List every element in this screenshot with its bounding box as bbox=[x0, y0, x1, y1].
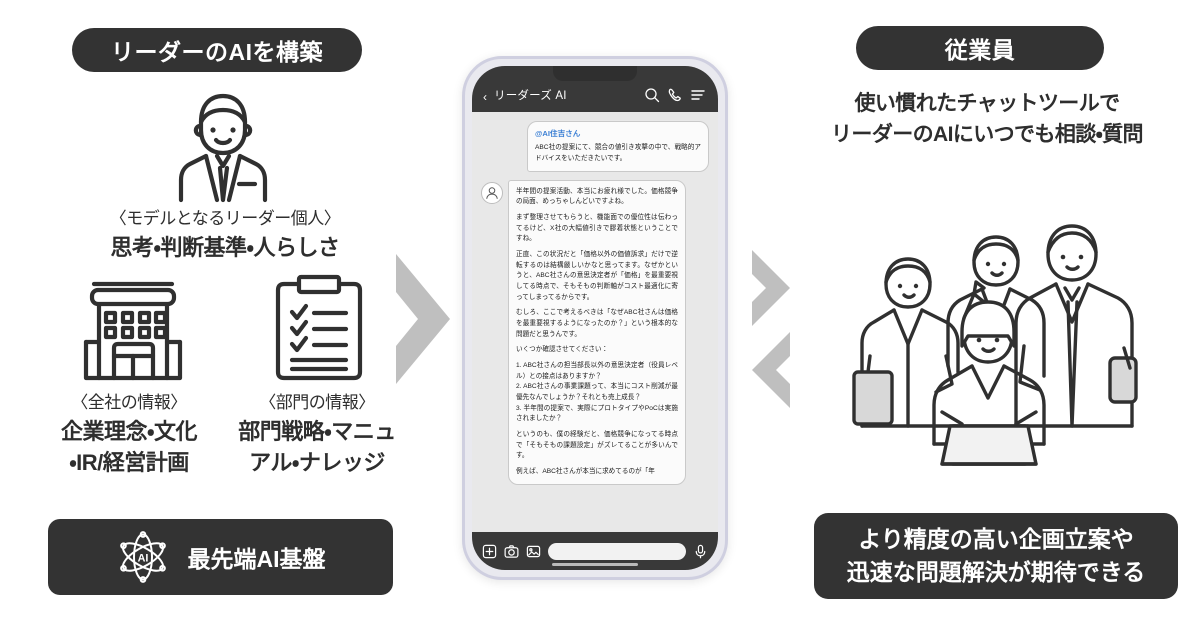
clipboard-checklist-icon bbox=[266, 272, 372, 384]
company-building-icon bbox=[72, 272, 194, 384]
arrow-right-to-phone-icon bbox=[748, 330, 794, 410]
microphone-icon[interactable] bbox=[693, 544, 708, 559]
phone-screen: ‹ リーダーズ AI bbox=[472, 66, 718, 570]
chat-app-title: リーダーズ AI bbox=[494, 90, 567, 102]
leader-person-icon bbox=[160, 86, 286, 204]
ai-foundation-label: 最先端AI基盤 bbox=[187, 546, 326, 572]
employees-illustration bbox=[824, 176, 1184, 496]
leader-caption-large: 思考・判断基準・人らしさ bbox=[110, 234, 340, 260]
leader-caption-small: 〈モデルとなるリーダー個人〉 bbox=[109, 209, 341, 228]
phone-notch bbox=[553, 66, 637, 81]
menu-icon[interactable] bbox=[690, 87, 706, 103]
right-subtitle-line2: リーダーのAIにいつでも相談・質問 bbox=[831, 123, 1144, 147]
ai-question-list: 1. ABC社さんの担当部長以外の意思決定者（役員レベル）との接点はありますか？… bbox=[516, 361, 678, 425]
ai-question-item: 1. ABC社さんの担当部長以外の意思決定者（役員レベル）との接点はありますか？ bbox=[516, 362, 678, 380]
company-caption-large: 企業理念・文化 ・IR/経営計画 bbox=[61, 418, 197, 475]
phone-home-indicator bbox=[552, 563, 638, 566]
mention-tag: @AI住吉さん bbox=[535, 129, 581, 138]
company-info-caption: 〈全社の情報〉 企業理念・文化 ・IR/経営計画 bbox=[34, 390, 224, 478]
back-chevron-icon[interactable]: ‹ bbox=[483, 90, 487, 104]
ai-question-item: 2. ABC社さんの事業課題って、本当にコスト削減が最優先なんでしょうか？それと… bbox=[516, 383, 678, 402]
user-message-bubble: @AI住吉さん ABC社の提案にて、競合の値引き攻撃の中で、戦略的アドバイスをい… bbox=[527, 121, 709, 172]
left-column: リーダーのAIを構築 〈モデルとなるリーダー個人〉 bbox=[0, 0, 400, 630]
left-title-badge: リーダーのAIを構築 bbox=[72, 28, 362, 72]
image-gallery-icon[interactable] bbox=[526, 544, 541, 559]
person-front bbox=[932, 300, 1046, 466]
department-info-caption: 〈部門の情報〉 部門戦略・マニュ アル・ナレッジ bbox=[222, 390, 412, 478]
ai-paragraph: まず整理させてもらうと、機能面での優位性は伝わってるけど、X社の大幅値引きで膠着… bbox=[516, 213, 678, 243]
ai-avatar bbox=[481, 181, 503, 204]
camera-icon[interactable] bbox=[504, 544, 519, 559]
dept-caption-large: 部門戦略・マニュ アル・ナレッジ bbox=[238, 418, 396, 475]
right-title-badge: 従業員 bbox=[856, 26, 1104, 70]
ai-paragraph: むしろ、ここで考えるべきは「なぜABC社さんは価格を最重要視するようになったのか… bbox=[516, 309, 678, 338]
plus-icon[interactable] bbox=[482, 544, 497, 559]
dept-caption-small: 〈部門の情報〉 bbox=[259, 393, 375, 412]
right-subtitle: 使い慣れたチャットツールで リーダーのAIにいつでも相談・質問 bbox=[790, 88, 1184, 150]
phone-call-icon[interactable] bbox=[667, 87, 683, 103]
smartphone-mockup: ‹ リーダーズ AI bbox=[462, 56, 728, 580]
user-message-text: ABC社の提案にて、競合の値引き攻撃の中で、戦略的アドバイスをいただきたいです。 bbox=[535, 144, 701, 162]
ai-message-bubble: 半年間の提案活動、本当にお疲れ様でした。価格競争の局面、めっちゃしんどいですよね… bbox=[508, 179, 686, 485]
ai-paragraph: 正直、この状況だと「価格以外の価値訴求」だけで逆転するのは結構厳しいかなと思って… bbox=[516, 251, 678, 301]
ai-paragraph: 半年間の提案活動、本当にお疲れ様でした。価格競争の局面、めっちゃしんどいですよね… bbox=[516, 187, 678, 206]
person-left bbox=[852, 257, 960, 428]
ai-message-row: 半年間の提案活動、本当にお疲れ様でした。価格競争の局面、めっちゃしんどいですよね… bbox=[481, 179, 709, 485]
svg-text:AI: AI bbox=[137, 553, 148, 565]
chat-message-area[interactable]: @AI住吉さん ABC社の提案にて、競合の値引き攻撃の中で、戦略的アドバイスをい… bbox=[472, 112, 718, 532]
person-right bbox=[1014, 224, 1138, 428]
leader-caption: 〈モデルとなるリーダー個人〉 思考・判断基準・人らしさ bbox=[40, 206, 410, 263]
right-column: 従業員 使い慣れたチャットツールで リーダーのAIにいつでも相談・質問 bbox=[790, 0, 1200, 630]
arrow-left-to-phone-icon bbox=[392, 252, 454, 386]
outcome-line2: 迅速な問題解決が期待できる bbox=[846, 559, 1146, 585]
outcome-line1: より精度の高い企画立案や bbox=[858, 526, 1134, 553]
ai-paragraph: いくつか確認させてください： bbox=[516, 346, 609, 354]
user-message-row: @AI住吉さん ABC社の提案にて、競合の値引き攻撃の中で、戦略的アドバイスをい… bbox=[481, 121, 709, 172]
search-icon[interactable] bbox=[644, 87, 660, 103]
atom-ai-icon: AI bbox=[116, 530, 170, 584]
ai-foundation-badge: AI 最先端AI基盤 bbox=[48, 519, 393, 595]
outcome-badge: より精度の高い企画立案や 迅速な問題解決が期待できる bbox=[814, 513, 1178, 599]
ai-paragraph: 例えば、ABC社さんが本当に求めてるのが「年 bbox=[516, 468, 655, 476]
right-subtitle-line1: 使い慣れたチャットツールで bbox=[854, 92, 1121, 115]
ai-paragraph: というのも、僕の経験だと、価格競争になってる時点で「そもそもの課題設定」がズレて… bbox=[516, 431, 678, 460]
message-input[interactable] bbox=[548, 542, 686, 560]
company-caption-small: 〈全社の情報〉 bbox=[71, 393, 187, 412]
arrow-phone-to-right-icon bbox=[748, 248, 794, 328]
ai-question-item: 3. 半年間の提案で、実際にプロトタイプやPoCは実施されましたか？ bbox=[516, 404, 678, 423]
